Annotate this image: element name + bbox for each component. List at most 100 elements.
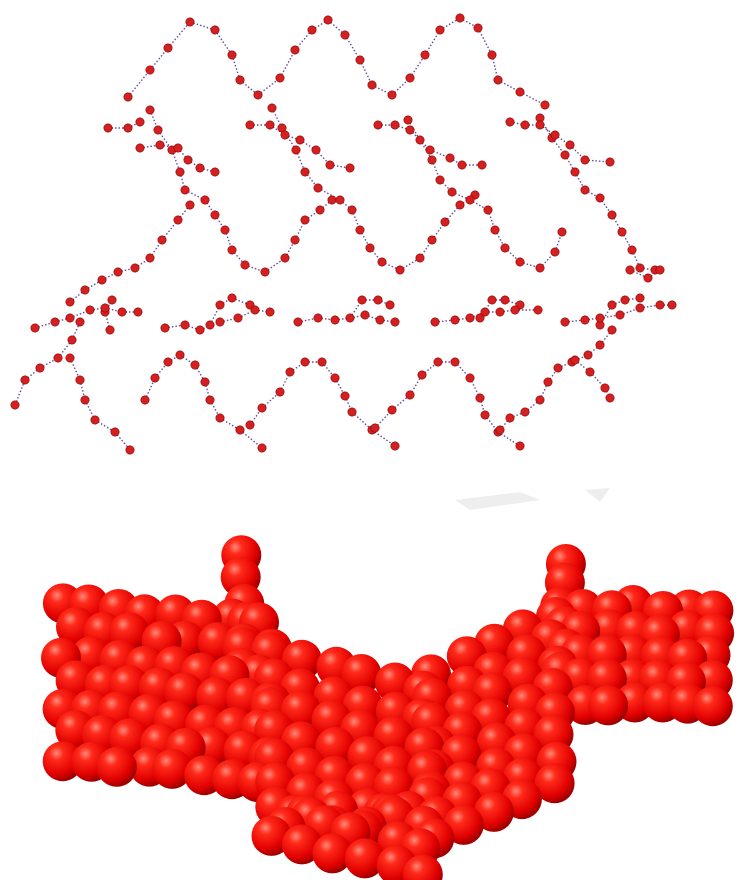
oxygen-atom xyxy=(605,157,615,167)
oxygen-atom xyxy=(505,413,515,423)
oxygen-atom xyxy=(227,50,237,60)
oxygen-atom xyxy=(495,425,505,435)
oxygen-atom xyxy=(183,155,193,165)
oxygen-atom xyxy=(173,215,183,225)
hydrogen-bond-lines xyxy=(14,17,672,451)
oxygen-atom xyxy=(405,125,415,135)
oxygen-atom xyxy=(355,225,365,235)
oxygen-atom xyxy=(535,263,545,273)
oxygen-atom xyxy=(291,145,301,155)
oxygen-atom xyxy=(180,320,190,330)
oxygen-atom xyxy=(295,135,305,145)
hydrogen-bond xyxy=(284,134,301,141)
oxygen-atom xyxy=(130,263,140,273)
oxygen-atom xyxy=(275,387,285,397)
oxygen-atom xyxy=(627,245,637,255)
oxygen-atom xyxy=(455,200,465,210)
oxygen-sphere xyxy=(344,838,385,879)
oxygen-atom xyxy=(65,353,75,363)
oxygen-atom xyxy=(417,370,427,380)
oxygen-atom xyxy=(340,391,350,401)
oxygen-atom xyxy=(245,120,255,130)
oxygen-atom xyxy=(250,305,260,315)
faint-background-shape xyxy=(455,488,610,510)
oxygen-atom xyxy=(515,87,525,97)
oxygen-atom xyxy=(390,317,400,327)
oxygen-atom xyxy=(65,297,75,307)
hydrogen-bond xyxy=(149,47,169,71)
oxygen-atom xyxy=(473,23,483,33)
hydrogen-bond xyxy=(509,121,526,126)
oxygen-atom xyxy=(403,115,413,125)
oxygen-atom xyxy=(200,195,210,205)
oxygen-atom xyxy=(533,305,543,315)
oxygen-atom xyxy=(257,403,267,413)
oxygen-atom xyxy=(35,363,45,373)
oxygen-atom xyxy=(385,300,395,310)
oxygen-atom xyxy=(133,307,143,317)
oxygen-atom xyxy=(340,30,350,40)
hydrogen-bond xyxy=(509,411,526,419)
oxygen-atom xyxy=(285,367,295,377)
oxygen-atom xyxy=(643,273,653,283)
oxygen-atom xyxy=(370,423,380,433)
oxygen-atom xyxy=(345,313,355,323)
oxygen-sphere xyxy=(588,685,629,726)
oxygen-atom xyxy=(550,247,560,257)
oxygen-atom xyxy=(465,313,475,323)
oxygen-atom xyxy=(155,140,165,150)
oxygen-atom xyxy=(395,265,405,275)
oxygen-atom xyxy=(367,80,377,90)
hydrogen-bond xyxy=(184,324,201,331)
oxygen-atom xyxy=(103,123,113,133)
hydrogen-bond xyxy=(454,317,471,321)
oxygen-atom xyxy=(607,325,617,335)
oxygen-atom xyxy=(347,205,357,215)
hydrogen-bond xyxy=(557,361,573,369)
oxygen-atom xyxy=(317,357,327,367)
oxygen-atom xyxy=(607,210,617,220)
oxygen-atom xyxy=(390,120,400,130)
oxygen-atom xyxy=(145,253,155,263)
hydrogen-bond xyxy=(584,317,601,321)
oxygen-atom xyxy=(475,393,485,403)
oxygen-atom xyxy=(175,350,185,360)
oxygen-atom xyxy=(107,295,117,305)
oxygen-atom xyxy=(110,427,120,437)
oxygen-atom xyxy=(145,105,155,115)
oxygen-atom xyxy=(355,55,365,65)
oxygen-atom xyxy=(480,410,490,420)
oxygen-atom xyxy=(347,407,357,417)
oxygen-atom xyxy=(493,75,503,85)
oxygen-atom xyxy=(415,135,425,145)
oxygen-atom xyxy=(150,373,160,383)
oxygen-atom xyxy=(595,313,605,323)
oxygen-atom xyxy=(275,73,285,83)
hydrogen-bond xyxy=(127,69,151,98)
oxygen-atom xyxy=(620,295,630,305)
oxygen-atom xyxy=(313,183,323,193)
hydrogen-bond xyxy=(519,91,546,106)
oxygen-atom xyxy=(80,395,90,405)
oxygen-atom xyxy=(475,313,485,323)
oxygen-atom xyxy=(520,120,530,130)
oxygen-atom xyxy=(580,315,590,325)
oxygen-atom xyxy=(560,317,570,327)
oxygen-atom xyxy=(153,125,163,135)
oxygen-atom xyxy=(323,15,333,25)
oxygen-atom xyxy=(357,295,367,305)
hydrogen-bond xyxy=(379,319,396,323)
hydrogen-bond xyxy=(279,49,296,79)
oxygen-atom xyxy=(565,140,575,150)
hydrogen-bond xyxy=(177,147,189,161)
oxygen-atom xyxy=(160,323,170,333)
oxygen-atom xyxy=(325,160,335,170)
oxygen-atom xyxy=(550,130,560,140)
hydrogen-bond xyxy=(499,417,511,431)
oxygen-atom xyxy=(605,393,615,403)
oxygen-atom xyxy=(635,293,645,303)
hydrogen-bond xyxy=(54,317,71,323)
oxygen-atom xyxy=(235,75,245,85)
hydrogen-bond xyxy=(257,77,281,96)
